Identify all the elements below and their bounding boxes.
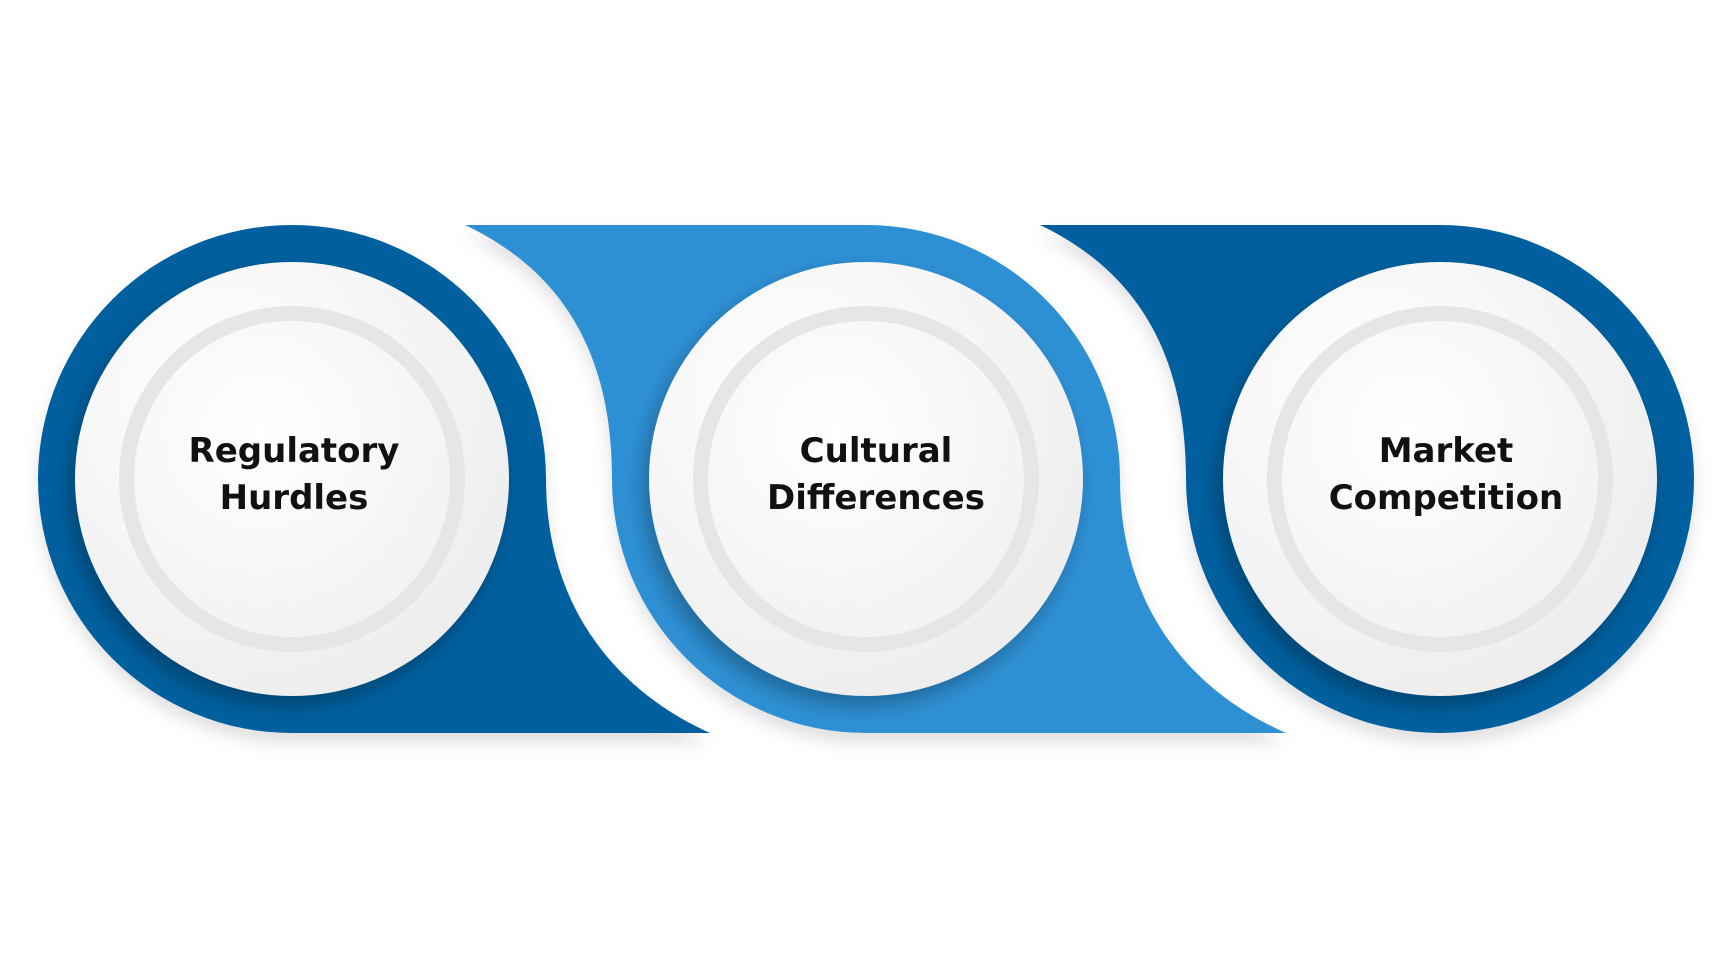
node-label-line2: Differences xyxy=(767,478,985,518)
node-inner-disc xyxy=(134,321,450,637)
node-label-line1: Cultural xyxy=(800,431,953,471)
node-regulatory-hurdles: Regulatory Hurdles xyxy=(75,262,509,696)
node-market-competition: Market Competition xyxy=(1223,262,1657,696)
node-cultural-differences: Cultural Differences xyxy=(649,262,1083,696)
node-inner-disc xyxy=(1282,321,1598,637)
node-inner-disc xyxy=(708,321,1024,637)
node-label-line2: Competition xyxy=(1329,478,1564,518)
node-label-line1: Regulatory xyxy=(189,431,400,471)
node-label-line1: Market xyxy=(1379,431,1514,471)
node-label-line2: Hurdles xyxy=(220,478,369,518)
